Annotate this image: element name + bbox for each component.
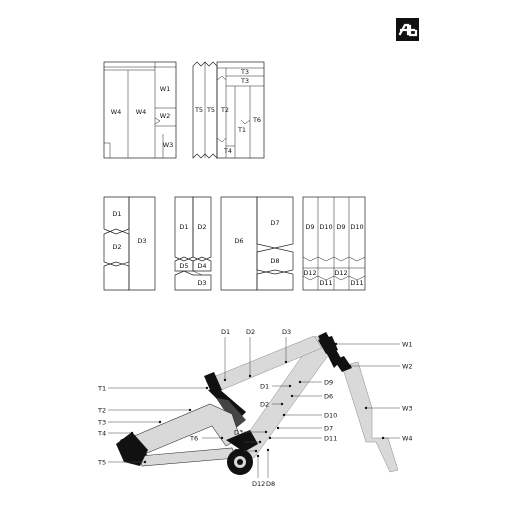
- template-label: D3: [197, 279, 206, 287]
- template-label: W3: [163, 141, 174, 149]
- callout-label: D3: [282, 328, 291, 336]
- callout-label: D11: [324, 435, 337, 443]
- template-label: W4: [111, 108, 122, 116]
- callout-label: D2: [260, 401, 269, 409]
- template-label: T5: [206, 106, 215, 114]
- template-label: T2: [220, 106, 229, 114]
- callout-label: D9: [324, 379, 333, 387]
- template-label: D1: [112, 210, 121, 218]
- template-down-a: D1 D2 D3: [103, 196, 156, 291]
- template-label: D12: [303, 269, 316, 277]
- template-down-b: D1 D2 D5 D4 D3: [174, 196, 212, 291]
- template-down-d: D9 D10 D9 D10 D12 D12 D11 D11: [302, 196, 366, 291]
- callout-label: D8: [266, 480, 275, 488]
- template-label: D11: [350, 279, 363, 287]
- lower-stay: [139, 447, 237, 467]
- callout-label: D6: [324, 393, 333, 401]
- template-label: D11: [319, 279, 332, 287]
- template-down-c: D6 D7 D8: [220, 196, 294, 291]
- template-label: D1: [179, 223, 188, 231]
- callout-label: D12: [252, 480, 265, 488]
- callout-label: T2: [97, 407, 106, 415]
- template-label: D10: [350, 223, 363, 231]
- template-label: D10: [319, 223, 332, 231]
- template-label: D12: [334, 269, 347, 277]
- callout-label: T5: [97, 459, 106, 467]
- callout-label: T1: [97, 385, 106, 393]
- template-label: T4: [223, 147, 232, 155]
- callout-label: D5: [234, 448, 243, 456]
- callout-label: T4: [97, 430, 106, 438]
- template-wrap-b: T5 T5 T2 T1 T6 T3 T3 T4: [192, 61, 265, 159]
- bike-frame-illustration: [116, 332, 399, 475]
- shock: [216, 398, 246, 428]
- template-label: D8: [270, 257, 279, 265]
- rear-dropout: [116, 432, 148, 466]
- callouts: T1 T2 T3 T4 T5 W1 W2 W3 W4 D1 D2: [97, 328, 413, 488]
- template-label: W4: [136, 108, 147, 116]
- fork: [341, 361, 399, 473]
- callout-label: D3: [234, 429, 243, 437]
- template-label: D9: [305, 223, 314, 231]
- callout-label: D10: [324, 412, 337, 420]
- template-label: W1: [160, 85, 171, 93]
- template-label: D9: [336, 223, 345, 231]
- callout-label: D2: [246, 328, 255, 336]
- callout-label: W4: [402, 435, 413, 443]
- template-label: D5: [179, 262, 188, 270]
- template-label: T6: [252, 116, 261, 124]
- template-label: D6: [234, 237, 243, 245]
- template-label: T5: [194, 106, 203, 114]
- callout-label: W2: [402, 363, 413, 371]
- callout-label: T6: [189, 435, 198, 443]
- ab-logo-icon: [398, 23, 418, 37]
- callout-label: T3: [97, 419, 106, 427]
- template-wrap-a: W4 W4 W1 W2 W3: [103, 61, 177, 159]
- brand-logo: [396, 18, 419, 41]
- template-label: T3: [240, 77, 249, 85]
- template-label: D4: [197, 262, 206, 270]
- callout-label: W1: [402, 341, 413, 349]
- callout-label: D1: [221, 328, 230, 336]
- template-label: D7: [270, 219, 279, 227]
- template-label: D3: [137, 237, 146, 245]
- template-label: D2: [197, 223, 206, 231]
- template-label: T1: [237, 126, 246, 134]
- callout-label: W3: [402, 405, 413, 413]
- callout-label: D7: [324, 425, 333, 433]
- callout-label: D1: [260, 383, 269, 391]
- template-label: D2: [112, 243, 121, 251]
- template-label: W2: [160, 112, 171, 120]
- callout-label: D4: [234, 439, 243, 447]
- pivot-link: [226, 430, 258, 452]
- template-label: T3: [240, 68, 249, 76]
